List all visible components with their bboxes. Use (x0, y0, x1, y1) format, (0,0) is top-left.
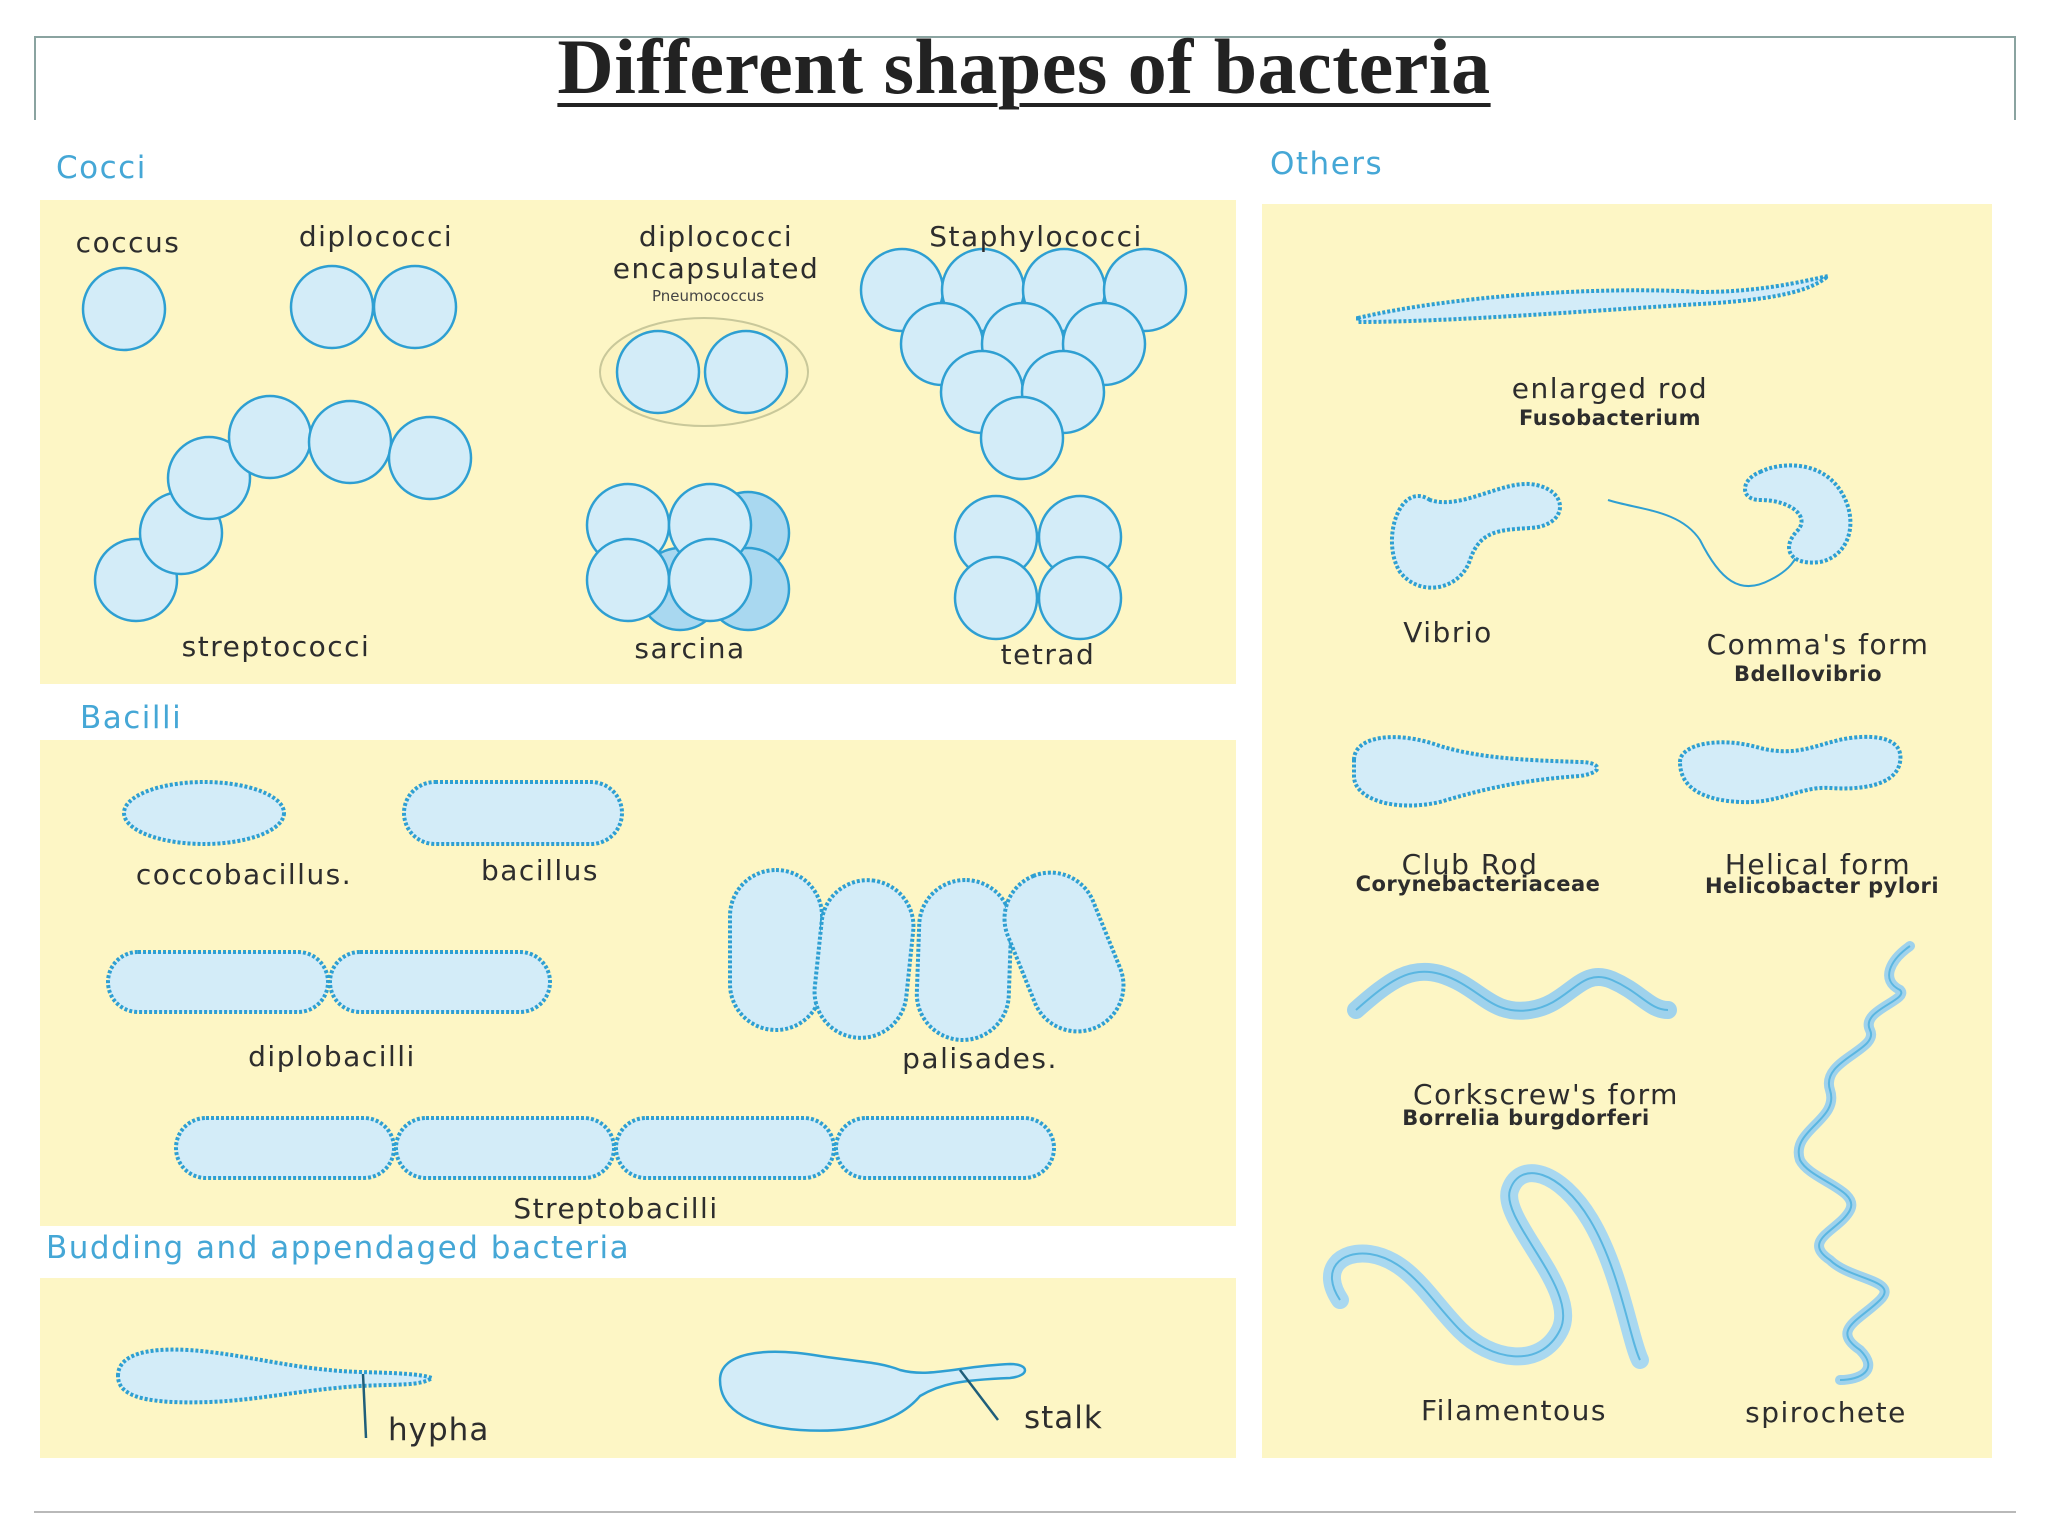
pneumococcus-label: Pneumococcus (651, 287, 765, 305)
staphylococci-cells (859, 247, 1188, 481)
vibrio-cell (1390, 481, 1562, 590)
bdellovibrio-label: Bdellovibrio (1733, 662, 1883, 686)
club-rod-label: Club Rod (1401, 848, 1539, 881)
frame-bottom-line (34, 1511, 2016, 1513)
sarcina-cells (585, 482, 791, 632)
streptococci-label: streptococci (181, 630, 371, 663)
enlarged-rod-label: enlarged rod (1511, 372, 1709, 405)
enlarged-rod-cell (1356, 272, 1836, 325)
hypha-pointer (361, 1373, 368, 1439)
coccus-cell (81, 266, 167, 352)
spirochete-label: spirochete (1745, 1396, 1907, 1429)
encapsulated-diplococci-cells (599, 317, 809, 427)
palisades-cells (728, 868, 1126, 1042)
stalk-label: stalk (1024, 1400, 1103, 1436)
diplobacilli-cells (106, 950, 552, 1014)
coccobacillus-label: coccobacillus. (135, 858, 353, 891)
frame-right-line (2014, 36, 2016, 120)
bacillus-cell (402, 780, 624, 846)
helical-form-label: Helical form (1724, 848, 1912, 881)
helicobacter-label: Helicobacter pylori (1704, 874, 1940, 898)
vibrio-label: Vibrio (1403, 616, 1493, 649)
frame-top-line (34, 36, 2016, 38)
sarcina-label: sarcina (634, 632, 746, 665)
page-title: Different shapes of bacteria (557, 23, 1491, 110)
hypha-cell (115, 1347, 437, 1405)
filamentous-label: Filamentous (1421, 1394, 1607, 1427)
corkscrew-form-cell (1347, 962, 1677, 1020)
section-budding-heading: Budding and appendaged bacteria (46, 1230, 631, 1266)
filamentous-outline (1330, 1172, 1641, 1361)
club-rod-cell (1352, 735, 1600, 808)
corkscrew-form-outline (1355, 970, 1669, 1012)
diplococci-cells (289, 264, 458, 350)
tetrad-cells (953, 494, 1123, 641)
coccus-label: coccus (75, 226, 181, 259)
diplococci-encapsulated-label-2: encapsulated (612, 252, 820, 285)
spirochete-cell (1793, 941, 1915, 1385)
commas-form-cell (1607, 463, 1853, 588)
section-cocci-heading: Cocci (56, 150, 147, 186)
section-bacilli-heading: Bacilli (80, 700, 183, 736)
streptobacilli-label: Streptobacilli (513, 1192, 719, 1225)
tetrad-label: tetrad (1000, 638, 1096, 671)
staphylococci-label: Staphylococci (929, 220, 1143, 253)
bacillus-label: bacillus (481, 854, 599, 887)
section-others-heading: Others (1270, 146, 1384, 182)
diplococci-encapsulated-label-1: diplococci (638, 220, 794, 253)
coccobacillus-cell (122, 780, 286, 846)
stalk-pointer (959, 1369, 999, 1421)
corkscrew-label: Corkscrew's form (1413, 1078, 1679, 1111)
diplococci-label: diplococci (298, 220, 454, 253)
palisades-label: palisades. (902, 1042, 1058, 1075)
borrelia-label: Borrelia burgdorferi (1402, 1106, 1650, 1130)
streptococci-cells (93, 394, 473, 623)
corynebacteriaceae-label: Corynebacteriaceae (1355, 872, 1601, 896)
streptobacilli-cells (174, 1116, 1056, 1180)
helical-form-cell (1677, 734, 1903, 805)
diplobacilli-label: diplobacilli (248, 1040, 416, 1073)
hypha-label: hypha (388, 1412, 490, 1448)
fusobacterium-label: Fusobacterium (1519, 406, 1701, 430)
stalk-cell (718, 1350, 1027, 1432)
spirochete-outline (1797, 945, 1911, 1381)
commas-form-label: Comma's form (1706, 628, 1930, 661)
frame-left-line (34, 36, 36, 120)
filamentous-cell (1323, 1164, 1649, 1369)
